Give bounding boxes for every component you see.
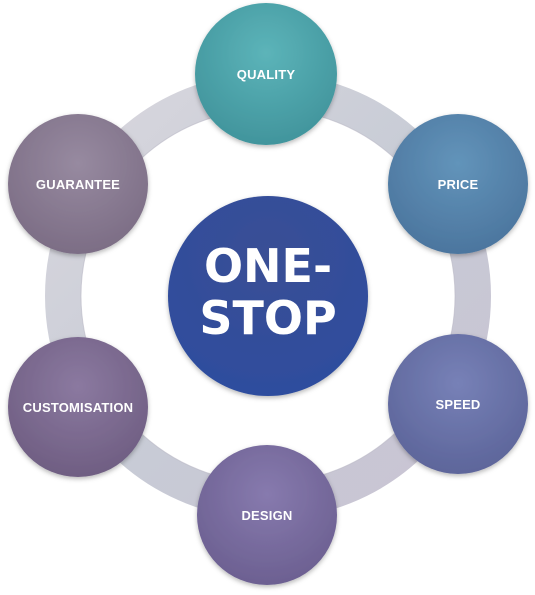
center-hub: ONE- STOP <box>168 196 368 396</box>
node-customisation-circle <box>8 337 148 477</box>
node-price: PRICE <box>388 114 528 254</box>
node-guarantee: GUARANTEE <box>8 114 148 254</box>
node-speed: SPEED <box>388 334 528 474</box>
node-design-circle <box>197 445 337 585</box>
center-hub-circle <box>168 196 368 396</box>
node-customisation: CUSTOMISATION <box>8 337 148 477</box>
node-guarantee-label: GUARANTEE <box>36 177 120 192</box>
node-guarantee-circle <box>8 114 148 254</box>
node-price-label: PRICE <box>438 177 479 192</box>
center-title-line1: ONE- <box>204 239 332 293</box>
center-title-line2: STOP <box>199 291 336 345</box>
node-design: DESIGN <box>197 445 337 585</box>
node-speed-label: SPEED <box>435 397 480 412</box>
node-speed-circle <box>388 334 528 474</box>
node-quality-circle <box>195 3 337 145</box>
node-quality: QUALITY <box>195 3 337 145</box>
node-design-label: DESIGN <box>241 508 292 523</box>
node-price-circle <box>388 114 528 254</box>
node-customisation-label: CUSTOMISATION <box>23 400 133 415</box>
node-quality-label: QUALITY <box>237 67 296 82</box>
